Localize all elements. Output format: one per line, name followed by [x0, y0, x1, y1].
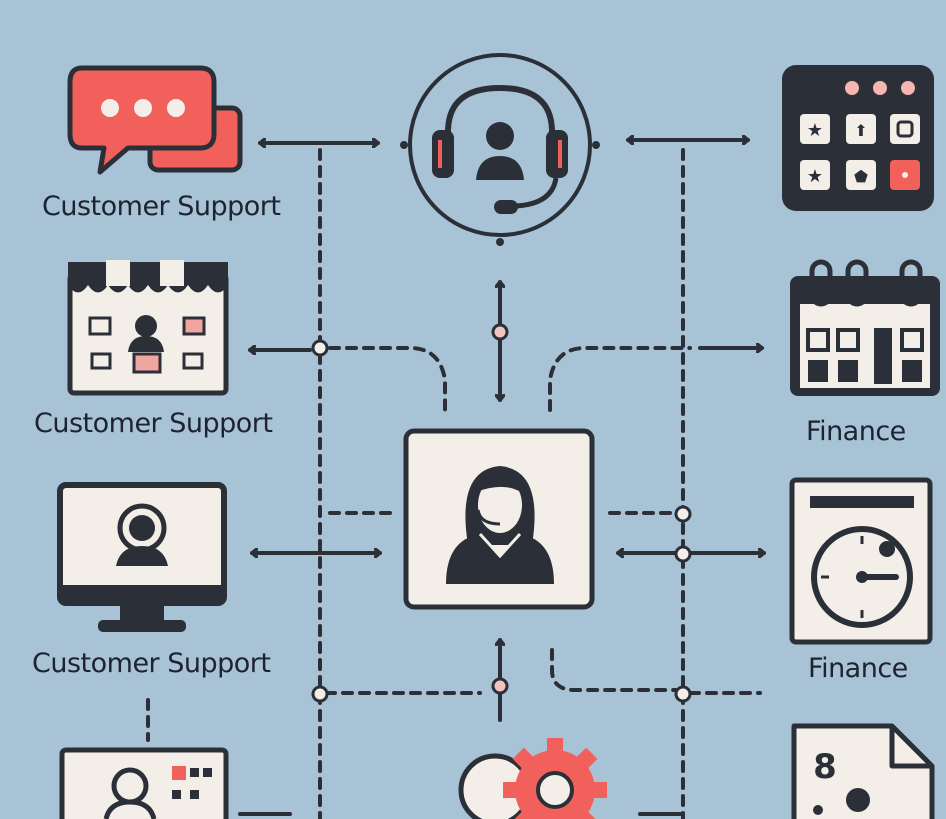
calendar-icon: [790, 259, 940, 396]
clock-document-icon: [789, 477, 933, 645]
label-customer-support-3: Customer Support: [32, 648, 271, 679]
svg-text:⬆: ⬆: [854, 121, 867, 140]
label-finance-1: Finance: [806, 416, 906, 447]
gear-icon: [458, 738, 607, 819]
agent-avatar-icon: [403, 428, 595, 610]
svg-text:★: ★: [807, 166, 823, 187]
junction-dots: [311, 323, 692, 703]
label-finance-2: Finance: [808, 653, 908, 684]
storefront-icon: [67, 260, 229, 396]
label-customer-support-2: Customer Support: [34, 408, 273, 439]
label-customer-support-1: Customer Support: [42, 191, 281, 222]
connectors: [146, 148, 762, 819]
keypad-icon: ★ ⬆ ★ ⬟: [782, 65, 934, 211]
arrows: [238, 140, 766, 816]
monitor-agent-icon: [57, 482, 227, 632]
chat-bubbles-icon: [67, 65, 243, 175]
svg-text:⬟: ⬟: [854, 167, 868, 186]
document-icon: 8: [791, 723, 935, 819]
video-call-icon: [59, 747, 229, 819]
svg-text:★: ★: [807, 120, 823, 141]
svg-text:8: 8: [813, 747, 837, 787]
headset-agent-icon: [400, 53, 600, 246]
